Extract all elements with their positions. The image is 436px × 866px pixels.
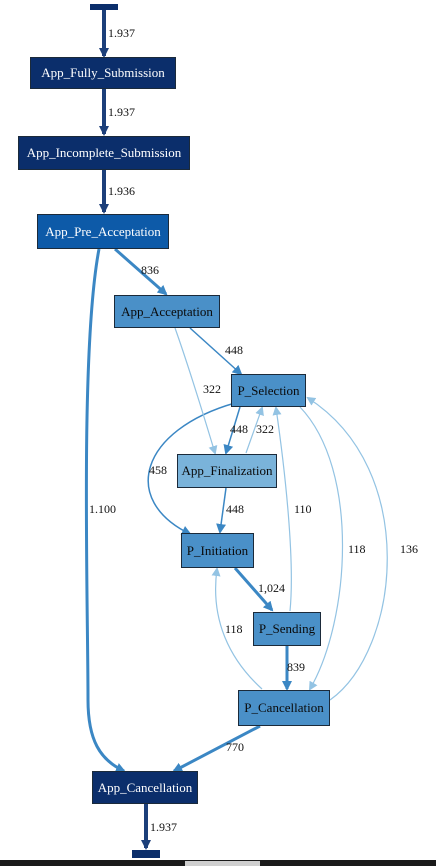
edge-label-finalization-to-selection: 322 bbox=[256, 422, 274, 436]
edge-label-acceptation-to-finalization: 322 bbox=[203, 382, 221, 396]
start-marker bbox=[90, 4, 118, 10]
node-p-initiation[interactable]: P_Initiation bbox=[181, 533, 254, 568]
node-app-finalization[interactable]: App_Finalization bbox=[177, 454, 277, 488]
edge-label-pcancel-to-initiation: 118 bbox=[225, 622, 243, 636]
edge-label-pcancel-to-appcancel: 770 bbox=[226, 740, 244, 754]
edge-initiation-to-sending bbox=[233, 567, 274, 612]
edge-label-initiation-to-sending: 1,024 bbox=[258, 581, 285, 595]
edge-label-finalization-to-initiation: 448 bbox=[226, 502, 244, 516]
edge-label-sending-to-pcancel: 839 bbox=[287, 660, 305, 674]
end-marker bbox=[132, 850, 160, 858]
node-p-selection[interactable]: P_Selection bbox=[231, 374, 306, 407]
node-p-cancellation[interactable]: P_Cancellation bbox=[238, 690, 330, 726]
edge-pcancel-to-appcancel bbox=[172, 724, 261, 773]
edge-label-selection-to-initiation: 458 bbox=[149, 463, 167, 477]
edge-finalization-to-initiation bbox=[216, 487, 227, 534]
node-app-acceptation[interactable]: App_Acceptation bbox=[114, 295, 220, 328]
edge-label-incomplete-to-pre: 1.936 bbox=[108, 184, 135, 198]
node-app-pre-acceptation[interactable]: App_Pre_Acceptation bbox=[37, 214, 169, 249]
edge-label-selection-to-finalization: 448 bbox=[230, 422, 248, 436]
edge-pcancel-to-selection bbox=[306, 396, 388, 701]
edge-label-fully-to-incomplete: 1.937 bbox=[108, 105, 135, 119]
edge-label-pre-to-acceptation: 836 bbox=[141, 263, 159, 277]
edge-pre-to-appcancel bbox=[84, 248, 126, 773]
edge-label-appcancel-to-end: 1.937 bbox=[150, 820, 177, 834]
edge-acceptation-to-finalization bbox=[174, 327, 218, 455]
edge-sending-to-selection bbox=[272, 406, 292, 612]
edge-label-start-to-fully: 1.937 bbox=[108, 26, 135, 40]
edge-selection-to-pcancel bbox=[299, 406, 344, 691]
edge-label-pcancel-to-selection: 136 bbox=[400, 542, 418, 556]
edge-selection-to-finalization bbox=[223, 406, 241, 455]
node-app-fully-submission[interactable]: App_Fully_Submission bbox=[30, 57, 176, 89]
edge-pre-to-acceptation bbox=[114, 247, 168, 296]
edge-acceptation-to-selection bbox=[189, 327, 243, 376]
edge-label-pre-to-appcancel: 1.100 bbox=[89, 502, 116, 516]
scrollbar-thumb[interactable] bbox=[185, 861, 260, 866]
node-app-incomplete-submission[interactable]: App_Incomplete_Submission bbox=[18, 136, 190, 170]
edge-label-acceptation-to-selection: 448 bbox=[225, 343, 243, 357]
node-p-sending[interactable]: P_Sending bbox=[253, 612, 321, 646]
node-app-cancellation[interactable]: App_Cancellation bbox=[92, 771, 198, 804]
edge-finalization-to-selection bbox=[245, 406, 264, 454]
edge-label-selection-to-pcancel: 118 bbox=[348, 542, 366, 556]
edge-label-sending-to-selection: 110 bbox=[294, 502, 312, 516]
edge-pcancel-to-initiation bbox=[211, 567, 263, 690]
